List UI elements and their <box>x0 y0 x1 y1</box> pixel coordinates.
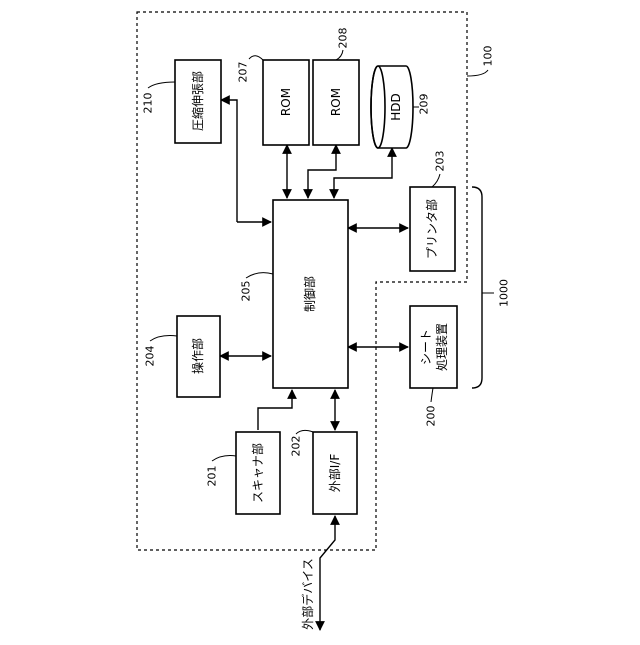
external-device-label: 外部デバイス <box>300 558 315 630</box>
printer-block: プリンタ部 <box>410 187 455 271</box>
rom2-block: ROM <box>313 60 359 145</box>
link-extif-device <box>320 516 335 630</box>
leader-external-if <box>296 430 313 434</box>
printer-label: プリンタ部 <box>424 199 439 259</box>
external-if-label: 外部I/F <box>327 454 342 493</box>
leader-rom2 <box>336 50 343 60</box>
ref-compress: 210 <box>142 93 155 114</box>
leader-rom1 <box>249 56 263 60</box>
leader-operation <box>150 336 177 341</box>
control-block: 制御部 <box>273 200 348 388</box>
leader-compress <box>148 82 175 88</box>
external-if-block: 外部I/F <box>313 432 357 514</box>
ref-scanner: 201 <box>206 466 219 487</box>
leader-printer <box>432 174 440 187</box>
ref-rom1: 207 <box>237 62 250 83</box>
operation-label: 操作部 <box>190 338 205 374</box>
control-label: 制御部 <box>302 276 317 312</box>
leader-control <box>246 273 273 278</box>
ref-rom2: 208 <box>337 28 350 49</box>
scanner-block: スキャナ部 <box>236 432 280 514</box>
link-compress-control <box>221 100 237 222</box>
link-scanner-control <box>258 390 292 430</box>
rom1-block: ROM <box>263 60 309 145</box>
rom2-label: ROM <box>329 88 343 116</box>
hdd-label: HDD <box>389 93 403 121</box>
ref-control: 205 <box>240 281 253 302</box>
ref-operation: 204 <box>144 346 157 367</box>
sheet-block: シート 処理装置 <box>410 306 457 388</box>
leader-apparatus <box>467 70 488 76</box>
compress-label: 圧縮伸張部 <box>190 71 205 131</box>
ref-printer: 203 <box>434 151 447 172</box>
system-bracket <box>472 187 482 388</box>
ref-external-if: 202 <box>290 436 303 457</box>
sheet-label-line2: 処理装置 <box>435 323 449 371</box>
ref-sheet: 200 <box>425 406 438 427</box>
operation-block: 操作部 <box>177 316 220 397</box>
rom1-label: ROM <box>279 88 293 116</box>
scanner-label: スキャナ部 <box>250 443 265 503</box>
ref-system: 1000 <box>498 279 511 307</box>
link-rom2-control <box>308 145 336 198</box>
link-hdd-control <box>334 148 392 198</box>
hdd-cylinder: HDD <box>371 66 413 148</box>
leader-sheet <box>431 388 433 402</box>
ref-hdd: 209 <box>418 94 431 115</box>
sheet-label-line1: シート <box>419 329 433 365</box>
compress-block: 圧縮伸張部 <box>175 60 221 143</box>
leader-scanner <box>212 456 236 461</box>
ref-apparatus: 100 <box>482 46 495 67</box>
